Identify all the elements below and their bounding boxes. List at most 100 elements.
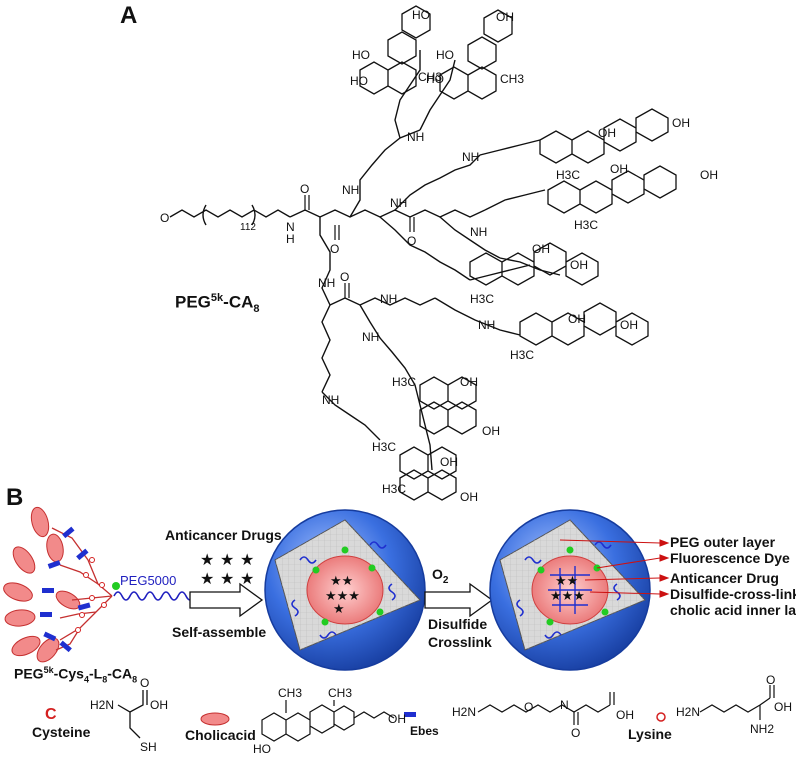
svg-text:★: ★ <box>240 550 254 569</box>
ca6-h3c: H3C <box>510 348 535 362</box>
ca6-oh: OH <box>568 312 586 326</box>
telodendrimer-dendron <box>3 506 195 663</box>
svg-text:★: ★ <box>200 550 214 569</box>
atom-nh-4: NH <box>380 292 398 306</box>
telo-s2: 4 <box>83 674 89 685</box>
ca1-ch3: CH3 <box>418 70 443 84</box>
cholic-ch3-2: CH3 <box>328 686 353 700</box>
lysine-h2n: H2N <box>676 705 701 719</box>
cysteine-h2n: H2N <box>90 698 115 712</box>
step2-o: O <box>432 566 443 582</box>
lysine-branch-b3 <box>359 304 416 386</box>
step2-o-sub: 2 <box>442 574 449 586</box>
ca5-h3c: H3C <box>470 292 495 306</box>
atom-o-3: O <box>407 234 417 248</box>
micelle-sphere-2: ★★ ★★★ <box>489 509 651 671</box>
cholic-acid-label: Cholicacid <box>185 727 256 743</box>
cholic-ch3-1: CH3 <box>278 686 303 700</box>
telo-p2: -Cys <box>53 665 84 682</box>
peg-backbone <box>169 209 291 218</box>
ebes-o-1: O <box>524 700 534 714</box>
lysine-nh2: NH2 <box>750 722 775 736</box>
ca8-h3c: H3C <box>372 440 397 454</box>
panel-b-label: B <box>6 484 24 511</box>
atom-nh-2: NH <box>390 196 408 210</box>
atom-nh-1: NH <box>342 183 360 197</box>
lysine-branch-b5 <box>379 216 471 281</box>
panel-a-label: A <box>120 2 138 29</box>
ca5-oh-2: OH <box>570 258 588 272</box>
lysine-backbone-main <box>289 209 486 218</box>
ebes-symbol <box>404 712 416 717</box>
svg-text:★: ★ <box>200 569 214 588</box>
ebes-label: Ebes <box>410 724 439 738</box>
lysine-symbol <box>656 712 666 722</box>
ca2-oh-top: OH <box>496 10 514 24</box>
telo-p4: -CA <box>107 665 133 682</box>
atom-o-2: O <box>330 242 340 256</box>
cysteine-structure <box>117 690 148 739</box>
lysine-structure <box>699 685 775 720</box>
ca5-oh: OH <box>532 242 550 256</box>
lysine-oh: OH <box>774 700 792 714</box>
peg-chain-wave <box>113 591 195 601</box>
step2-top-label: O2 <box>432 566 448 586</box>
svg-text:★: ★ <box>220 550 234 569</box>
linker-to-ca4 <box>484 189 546 211</box>
atom-nh-3: NH <box>318 276 336 290</box>
ebes-h2n: H2N <box>452 705 477 719</box>
ca7-h3c: H3C <box>392 375 417 389</box>
polymer-name-sub: 8 <box>253 303 260 316</box>
step1-top-label: Anticancer Drugs <box>165 527 282 543</box>
cholic-acid-symbol <box>200 712 230 726</box>
drug-stars: ★ ★ ★ ★ ★ ★ <box>200 550 254 588</box>
ca3-h3c: H3C <box>556 168 581 182</box>
lysine-label: Lysine <box>628 726 672 742</box>
arrow-self-assemble <box>189 582 264 618</box>
micelle-sphere-1: ★★ ★★★ ★ <box>264 509 426 671</box>
cholic-acid-structure <box>261 700 395 742</box>
callout-peg-outer: PEG outer layer <box>670 534 776 550</box>
cholic-acid-rings <box>359 5 677 501</box>
ebes-oh: OH <box>616 708 634 722</box>
linker-to-ca6 <box>499 257 561 276</box>
linker-to-ca5 <box>469 264 531 281</box>
ebes-o-2: O <box>571 726 581 740</box>
ca1-ho: HO <box>352 48 370 62</box>
cysteine-label: Cysteine <box>32 724 91 740</box>
telo-p3: -L <box>88 665 103 682</box>
ca8-oh-2: OH <box>460 490 478 504</box>
ca2-ho: HO <box>436 48 454 62</box>
callout-disulfide: Disulfide-cross-linked <box>670 586 796 602</box>
callout-lines <box>559 539 670 598</box>
polymer-name-main: PEG <box>175 292 211 312</box>
linker-to-ca3 <box>479 139 541 156</box>
ca3-oh-2: OH <box>672 116 690 130</box>
peg-chain-label: PEG5000 <box>120 573 177 588</box>
ca4-h3c: H3C <box>574 218 599 232</box>
linker-to-ca7 <box>434 297 521 336</box>
ca4-oh: OH <box>610 162 628 176</box>
atom-nh-8: NH <box>470 225 488 239</box>
polymer-name-sup: 5k <box>210 292 224 304</box>
lysine-branch-b2 <box>329 297 436 306</box>
lysine-branch-b6 <box>439 216 501 259</box>
telo-s4: 8 <box>132 674 138 685</box>
atom-nh-10: NH <box>407 130 425 144</box>
cholic-oh: OH <box>388 712 406 726</box>
ca3-oh: OH <box>598 126 616 140</box>
dye-dot-dendron <box>112 582 120 590</box>
lysine-branch-b4 <box>321 391 381 441</box>
ca8-h3c-2: H3C <box>382 482 407 496</box>
polymer-name-peg-ca8: PEG5k-CA8 <box>175 292 260 315</box>
atom-o-4: O <box>340 270 350 284</box>
ebes-n: N <box>560 698 569 712</box>
svg-text:★★: ★★ <box>330 574 353 589</box>
atom-nh-6: NH <box>322 393 340 407</box>
ca2-ho-2: HO <box>426 72 444 86</box>
atom-h-1: H <box>286 232 295 246</box>
ca7-oh: OH <box>460 375 478 389</box>
atom-n-1: N <box>286 220 295 234</box>
telo-s3: 8 <box>102 674 108 685</box>
